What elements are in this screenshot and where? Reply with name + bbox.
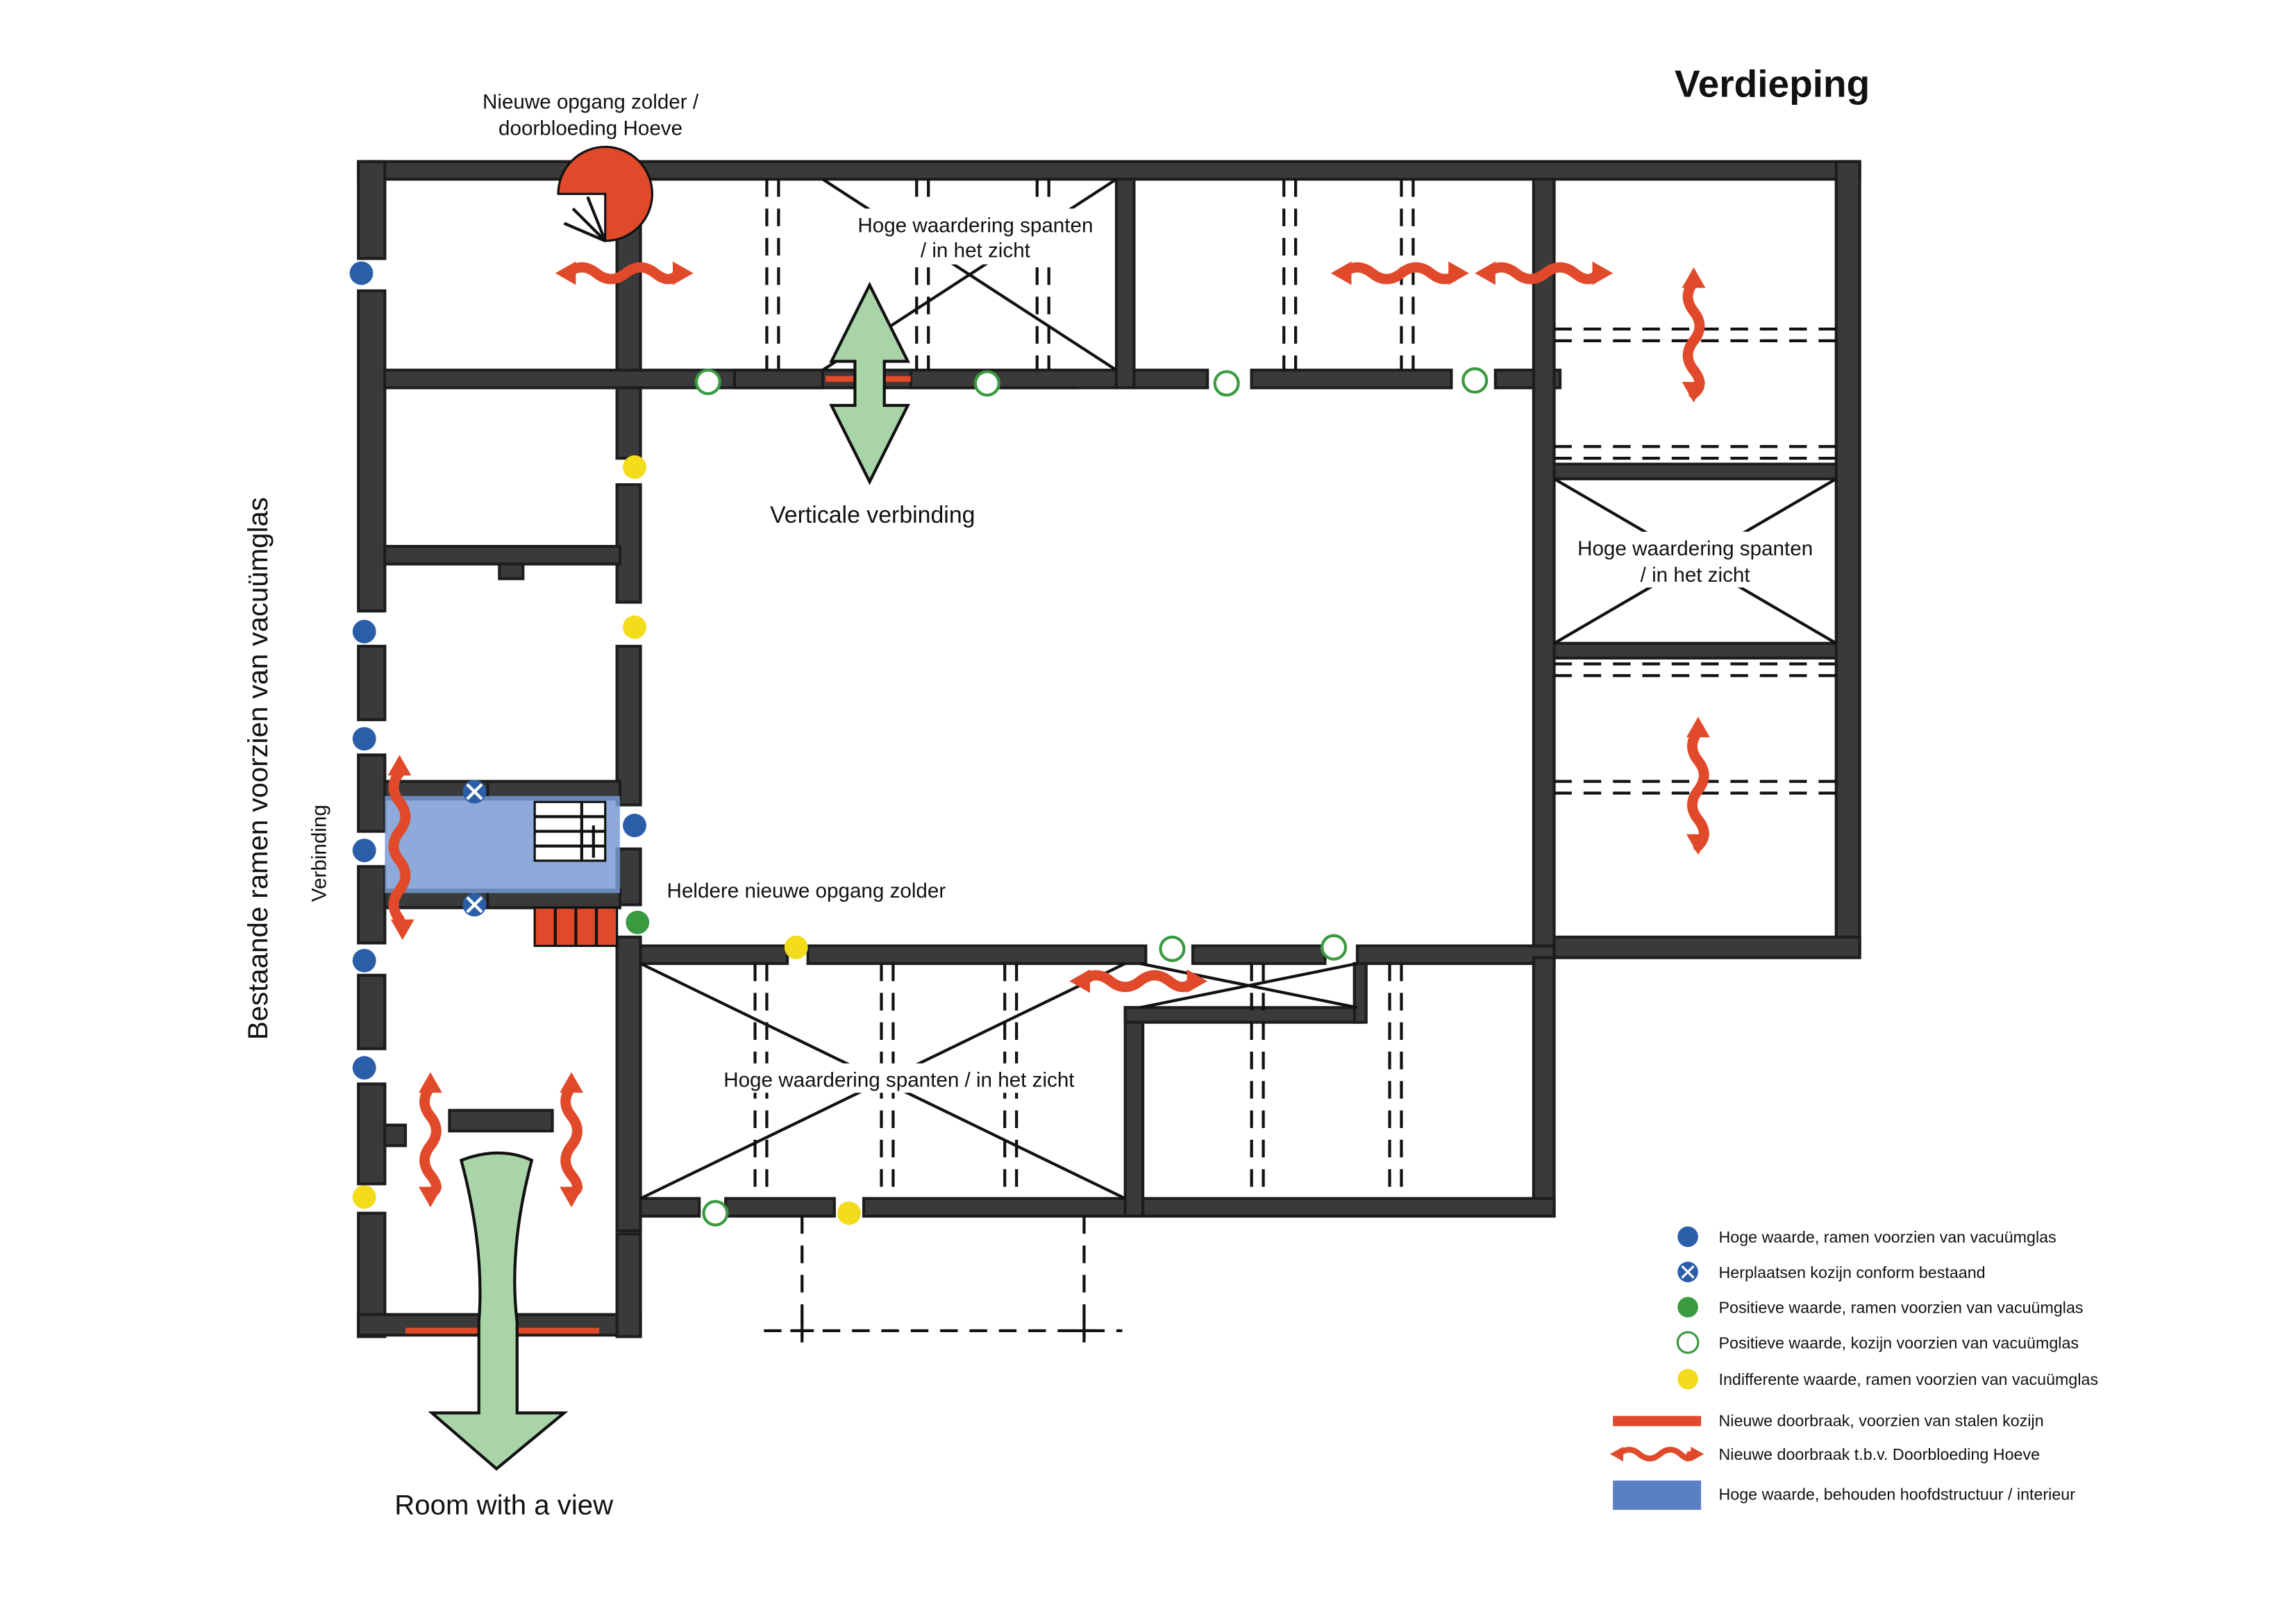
legend-label-1: Herplaatsen kozijn conform bestaand — [1718, 1263, 1985, 1281]
wavy-arrows — [387, 261, 1710, 1208]
note-rafters-right-2: / in het zicht — [1641, 564, 1751, 587]
note-rafters-top: Hoge waardering spanten — [857, 214, 1093, 237]
note-attic-stair-2: doorbloeding Hoeve — [498, 117, 682, 140]
yellow-dot-icon — [623, 455, 646, 479]
red-bar-icon — [1613, 1415, 1702, 1427]
yellow-dot-icon — [784, 935, 808, 959]
blue-dot-icon — [349, 261, 374, 285]
note-rafters-bottom: Hoge waardering spanten / in het zicht — [723, 1069, 1075, 1092]
yellow-dot-icon — [837, 1201, 861, 1225]
green-arrows — [428, 281, 910, 1471]
rafters-dashed — [753, 179, 1836, 1343]
red-stair-bottom — [533, 906, 619, 948]
blue-dot-icon — [352, 619, 376, 644]
legend-label-6: Nieuwe doorbraak t.b.v. Doorbloeding Hoe… — [1718, 1445, 2040, 1463]
legend-label-2: Positieve waarde, ramen voorzien van vac… — [1718, 1299, 2083, 1317]
page-title: Verdieping — [1675, 62, 1870, 106]
green-ring-icon — [1321, 934, 1348, 961]
green-ring-icon — [1461, 367, 1489, 394]
yellow-dot-icon — [1677, 1368, 1698, 1390]
note-connection: Verbinding — [308, 805, 331, 902]
note-clear-stair: Heldere nieuwe opgang zolder — [667, 880, 946, 902]
green-dot-icon — [626, 910, 650, 934]
note-vertical-connection: Verticale verbinding — [770, 502, 975, 528]
markers — [349, 261, 1489, 1227]
green-ring-icon — [702, 1200, 729, 1227]
legend-label-4: Indifferente waarde, ramen voorzien van … — [1718, 1370, 2098, 1388]
green-dot-icon — [1677, 1297, 1698, 1318]
blue-cross-dot-icon — [462, 893, 487, 917]
walls — [357, 160, 1861, 1338]
green-ring-icon — [694, 369, 721, 396]
legend-label-5: Nieuwe doorbraak, voorzien van stalen ko… — [1718, 1411, 2043, 1429]
blue-dot-icon — [1677, 1226, 1698, 1247]
legend-label-3: Positieve waarde, kozijn voorzien van va… — [1718, 1334, 2079, 1352]
red-wave-arrow-icon — [1609, 1447, 1704, 1462]
blue-area-icon — [1613, 1480, 1702, 1511]
yellow-dot-icon — [623, 615, 646, 639]
legend-label-0: Hoge waarde, ramen voorzien van vacuümgl… — [1718, 1228, 2056, 1246]
legend: Hoge waarde, ramen voorzien van vacuümgl… — [1609, 1226, 2098, 1511]
green-ring-icon — [1676, 1331, 1700, 1354]
green-ring-icon — [973, 370, 1000, 397]
blue-cross-dot-icon — [462, 780, 487, 804]
blue-dot-icon — [352, 727, 376, 751]
blue-dot-icon — [352, 948, 376, 973]
note-rafters-top-2: / in het zicht — [921, 239, 1031, 262]
green-ring-icon — [1159, 935, 1186, 962]
note-room-view: Room with a view — [394, 1489, 614, 1520]
yellow-dot-icon — [352, 1185, 376, 1209]
stair-drawing — [533, 800, 607, 862]
legend-label-7: Hoge waarde, behouden hoofdstructuur / i… — [1718, 1485, 2075, 1503]
rafter-diagonals — [639, 178, 1837, 1200]
note-existing-windows: Bestaande ramen voorzien van vacuümglas — [242, 497, 274, 1040]
green-ring-icon — [1213, 370, 1240, 397]
blue-dot-icon — [352, 1056, 376, 1080]
blue-dot-icon — [623, 814, 646, 838]
blue-cross-dot-icon — [1677, 1261, 1698, 1283]
note-rafters-right: Hoge waardering spanten — [1577, 537, 1813, 560]
blue-dot-icon — [352, 839, 376, 862]
note-attic-stair: Nieuwe opgang zolder / — [483, 91, 699, 114]
red-spiral-stair — [557, 146, 653, 242]
